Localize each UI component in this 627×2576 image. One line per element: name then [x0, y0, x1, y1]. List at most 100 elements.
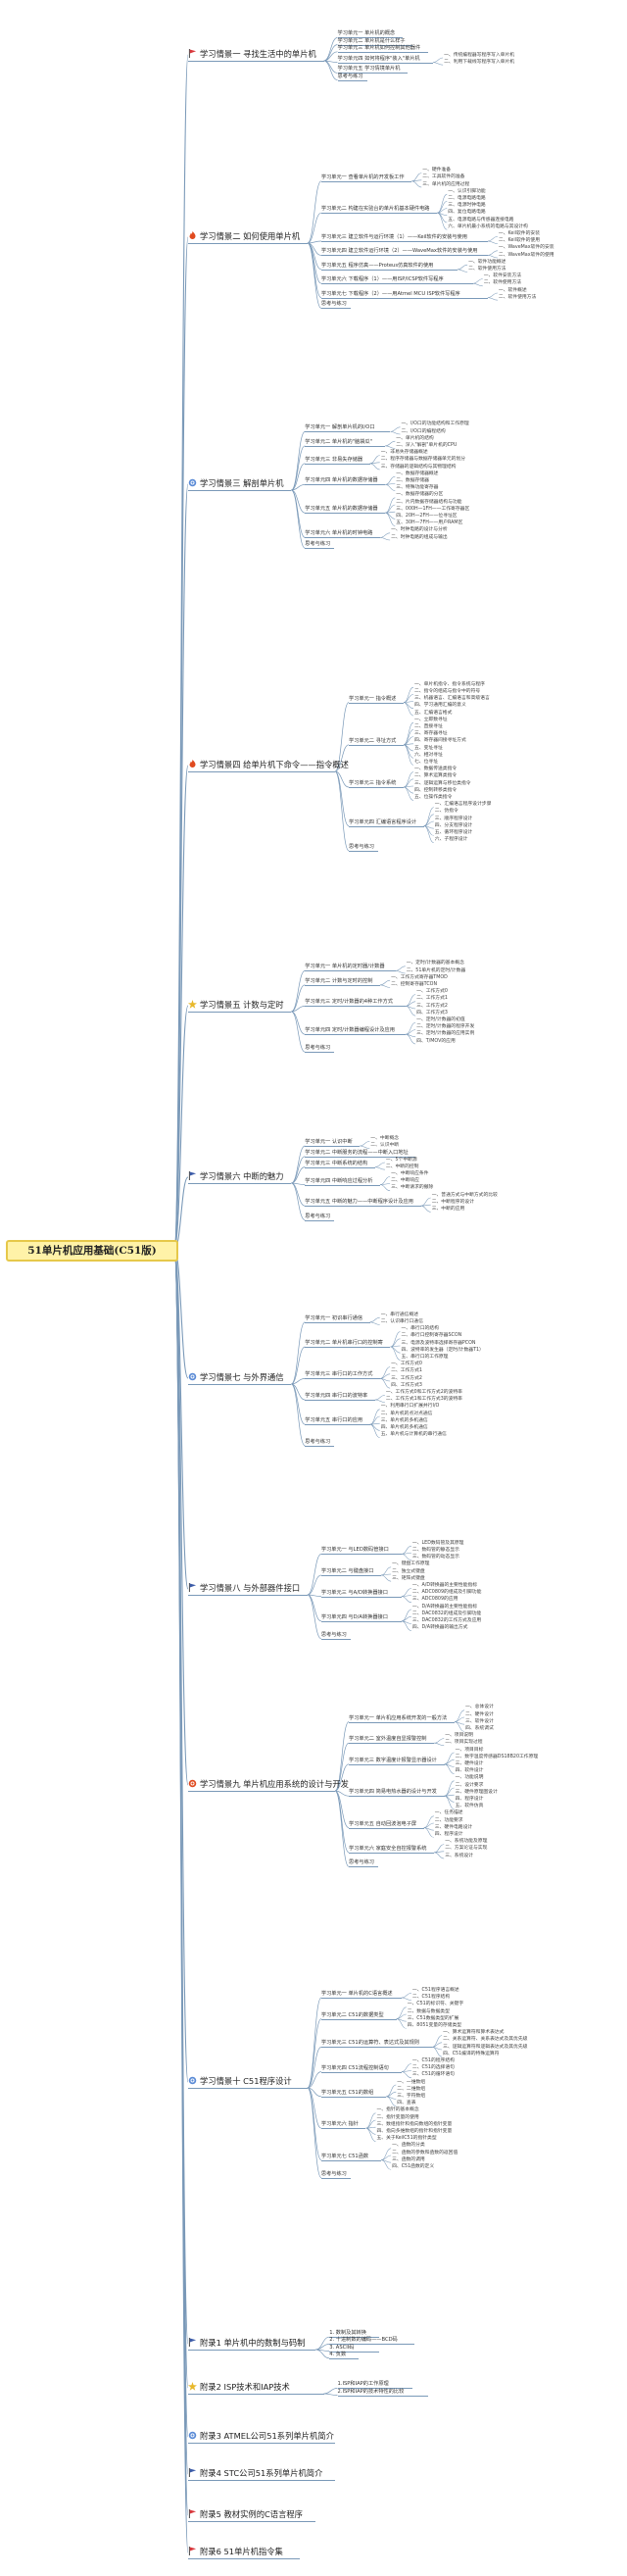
branch-6-unit-3[interactable]: 学习单元三 中断系统的结构: [305, 1160, 368, 1166]
flag-icon: [188, 2338, 197, 2347]
branch-5[interactable]: 学习情景五 计数与定时: [188, 1000, 284, 1011]
unit-underline: [305, 484, 386, 486]
branch-8-unit-2[interactable]: 学习单元二 与键盘接口: [320, 1568, 374, 1574]
branch-10-unit-7[interactable]: 学习单元七 C51函数: [320, 2153, 369, 2159]
branch-9-unit-7[interactable]: 思考与练习: [349, 1859, 374, 1866]
branch-9[interactable]: 学习情景九 单片机应用系统的设计与开发: [188, 1779, 349, 1790]
branch-10-unit-5[interactable]: 学习单元五 C51的数组: [320, 2089, 374, 2096]
branch-11-unit-4[interactable]: 4. 负数: [329, 2351, 347, 2357]
branch-10-unit-2[interactable]: 学习单元二 C51的数据类型: [320, 2011, 384, 2018]
branch-10-unit-3[interactable]: 学习单元三 C51的运算符、表达式及其规则: [320, 2040, 419, 2047]
branch-6-unit-6[interactable]: 思考与练习: [305, 1213, 331, 1219]
branch-4-unit-1[interactable]: 学习单元一 指令概述: [349, 695, 397, 702]
leaf-item: 二、直接寻址: [414, 723, 443, 729]
branch-14[interactable]: 附录4 STC公司51系列单片机简介: [188, 2468, 322, 2479]
branch-6[interactable]: 学习情景六 中断的魅力: [188, 1171, 284, 1182]
branch-11-unit-3[interactable]: 3. ASCII码: [329, 2344, 355, 2351]
branch-11-unit-1[interactable]: 1. 数制及其转换: [329, 2330, 366, 2337]
branch-1-unit-2[interactable]: 学习单元二 单片机是什么样子: [337, 37, 406, 44]
branch-8-unit-1[interactable]: 学习单元一 与LED数码管接口: [320, 1547, 389, 1554]
branch-5-unit-2[interactable]: 学习单元二 计数与定时的控制: [305, 977, 373, 984]
branch-1-unit-1[interactable]: 学习单元一 单片机的概念: [337, 30, 396, 37]
branch-1[interactable]: 学习情景一 寻找生活中的单片机: [188, 49, 316, 60]
branch-3-unit-4[interactable]: 学习单元四 单片机的数据存储器: [305, 477, 378, 484]
root-node[interactable]: 51单片机应用基础(C51版): [6, 1240, 178, 1262]
branch-5-unit-3[interactable]: 学习单元三 定时/计数器的4种工作方式: [305, 999, 393, 1006]
branch-8[interactable]: 学习情景八 与外部器件接口: [188, 1583, 300, 1594]
branch-7-unit-4[interactable]: 学习单元四 串行口的波特率: [305, 1393, 368, 1399]
branch-9-unit-5[interactable]: 学习单元五 自动回波泡电子屏: [349, 1820, 417, 1827]
leaf-item: 五、汇编语言格式: [414, 710, 453, 716]
unit-underline: [305, 1034, 407, 1036]
branch-2-unit-2[interactable]: 学习单元二 构建在实验台的单片机基本硬件电路: [320, 206, 430, 213]
branch-3-unit-7[interactable]: 思考与练习: [305, 541, 331, 548]
branch-10-unit-4[interactable]: 学习单元四 C51流程控制语句: [320, 2064, 389, 2071]
branch-10[interactable]: 学习情景十 C51程序设计: [188, 2076, 292, 2087]
branch-1-unit-6[interactable]: 思考与练习: [337, 73, 363, 79]
branch-4-unit-2[interactable]: 学习单元二 寻址方式: [349, 737, 397, 744]
branch-8-unit-4[interactable]: 学习单元四 与D/A转换器接口: [320, 1613, 388, 1620]
branch-1-unit-5[interactable]: 学习单元五 学习情境单片机: [337, 66, 401, 73]
branch-2[interactable]: 学习情景二 如何使用单片机: [188, 231, 300, 242]
branch-9-unit-1[interactable]: 学习单元一 单片机应用系统开发的一般方法: [349, 1714, 448, 1721]
branch-4-unit-3[interactable]: 学习单元三 指令系统: [349, 780, 397, 786]
branch-7[interactable]: 学习情景七 与外界通信: [188, 1372, 284, 1383]
branch-10-unit-8[interactable]: 思考与练习: [320, 2170, 347, 2177]
branch-11[interactable]: 附录1 单片机中的数制与码制: [188, 2338, 305, 2349]
branch-9-unit-6[interactable]: 学习单元六 家庭安全自控报警系统: [349, 1845, 427, 1852]
branch-7-unit-6[interactable]: 思考与练习: [305, 1438, 331, 1445]
branch-4[interactable]: 学习情景四 给单片机下命令——指令概述: [188, 760, 349, 770]
branch-5-unit-5[interactable]: 思考与练习: [305, 1045, 331, 1052]
branch-5-unit-4[interactable]: 学习单元四 定时/计数器编程设计及应用: [305, 1027, 395, 1034]
branch-9-unit-3[interactable]: 学习单元三 数字温度计报警显示器设计: [349, 1757, 437, 1763]
branch-2-unit-1[interactable]: 学习单元一 查看单片机的开发板工作: [320, 173, 405, 180]
leaf-item: 三、定时/计数器的应用实例: [416, 1031, 475, 1037]
branch-7-unit-2[interactable]: 学习单元二 单片机串行口的控制寄: [305, 1340, 383, 1346]
branch-6-unit-1[interactable]: 学习单元一 认识中断: [305, 1139, 353, 1145]
branch-12-unit-2[interactable]: 2.ISP和IAP的技术特性的比较: [337, 2388, 405, 2395]
branch-7-unit-3[interactable]: 学习单元三 串行口的工作方式: [305, 1371, 373, 1378]
branch-1-unit-4[interactable]: 学习单元四 如何将程序"装入"单片机: [337, 55, 420, 62]
branch-7-unit-5[interactable]: 学习单元五 串行口的应用: [305, 1417, 363, 1424]
branch-6-unit-2[interactable]: 学习单元二 中断服务的流程——中断入口地址: [305, 1149, 409, 1156]
branch-4-unit-4[interactable]: 学习单元四 汇编语言程序设计: [349, 818, 417, 825]
branch-3[interactable]: 学习情景三 解剖单片机: [188, 478, 284, 489]
leaf-item: 一、串行口的结构: [401, 1326, 439, 1332]
leaf-item: 二、工作方式1和工作方式3的波特率: [385, 1397, 462, 1403]
branch-10-unit-1[interactable]: 学习单元一 单片机的C语言概述: [320, 1991, 393, 1997]
branch-2-unit-5[interactable]: 学习单元五 程序仿真——Proteus仿真软件的使用: [320, 262, 434, 269]
branch-10-unit-6[interactable]: 学习单元六 指针: [320, 2121, 359, 2128]
unit-underline: [320, 283, 473, 285]
branch-7-unit-1[interactable]: 学习单元一 初识串行通信: [305, 1314, 363, 1321]
branch-2-unit-8[interactable]: 思考与练习: [320, 301, 347, 308]
branch-9-unit-4[interactable]: 学习单元四 简易电热水器的设计与开发: [349, 1789, 437, 1796]
leaf-item: 一、一维数组: [397, 2079, 426, 2085]
branch-3-unit-2[interactable]: 学习单元二 单片机的"脑袋瓜": [305, 438, 372, 445]
branch-8-unit-5[interactable]: 思考与练习: [320, 1631, 347, 1638]
branch-2-unit-3[interactable]: 学习单元三 建立软件与运行环境（1）——Keil软件的安装与使用: [320, 234, 467, 240]
branch-15[interactable]: 附录5 教材实例的C语言程序: [188, 2509, 303, 2520]
leaf-item: 一、5个中断源: [385, 1157, 417, 1163]
leaf-item: 四、寄存器间接寻址方式: [414, 738, 466, 744]
branch-1-unit-3[interactable]: 学习单元三 单片机如何控制其他器件: [337, 44, 421, 51]
branch-3-unit-6[interactable]: 学习单元六 单片机的时钟电路: [305, 530, 373, 537]
leaf-item: 一、数据传送类指令: [414, 767, 458, 772]
branch-12-unit-1[interactable]: 1.ISP和IAP的工作原理: [337, 2381, 389, 2388]
branch-2-unit-7[interactable]: 学习单元七 下载程序（2）——用Atmel MCU ISP软件写程序: [320, 290, 460, 297]
branch-16[interactable]: 附录6 51单片机指令集: [188, 2547, 283, 2557]
branch-2-unit-6[interactable]: 学习单元六 下载程序（1）——用ISP/ICSP软件写程序: [320, 276, 444, 283]
branch-6-unit-5[interactable]: 学习单元五 中断的魅力——中断程序设计及应用: [305, 1199, 413, 1206]
branch-3-unit-3[interactable]: 学习单元三 非易失存储器: [305, 456, 363, 463]
branch-3-unit-5[interactable]: 学习单元五 单片机的数据存储器: [305, 506, 378, 513]
branch-3-unit-1[interactable]: 学习单元一 解剖单片机的I/O口: [305, 424, 375, 431]
branch-13[interactable]: 附录3 ATMEL公司51系列单片机简介: [188, 2431, 334, 2442]
branch-6-unit-4[interactable]: 学习单元四 中断响应过程分析: [305, 1177, 373, 1184]
unit-underline: [337, 2388, 413, 2390]
branch-8-unit-3[interactable]: 学习单元三 与A/D转换器接口: [320, 1589, 388, 1596]
branch-9-unit-2[interactable]: 学习单元二 室外温度自显报警控制: [349, 1736, 427, 1743]
branch-11-unit-2[interactable]: 2. 十进制数的编码——BCD码: [329, 2337, 398, 2344]
branch-12[interactable]: 附录2 ISP技术和IAP技术: [188, 2382, 290, 2393]
branch-2-unit-4[interactable]: 学习单元四 建立软件运行环境（2）——WaveMax软件的安装与使用: [320, 248, 478, 255]
branch-4-unit-5[interactable]: 思考与练习: [349, 843, 374, 850]
branch-5-unit-1[interactable]: 学习单元一 单片机的定时器/计数器: [305, 964, 385, 970]
